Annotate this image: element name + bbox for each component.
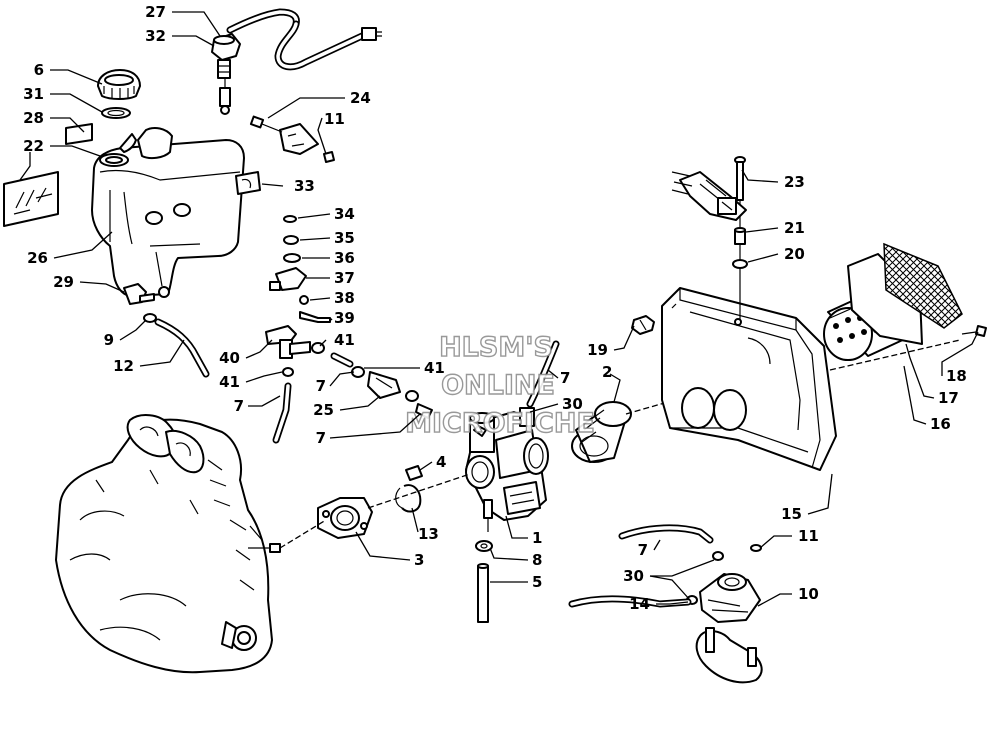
callout-4: 4 (436, 453, 446, 471)
engine-block (55, 414, 281, 674)
callout-28: 28 (23, 109, 44, 127)
callout-7-lower: 7 (316, 429, 326, 447)
callout-37: 37 (334, 269, 355, 287)
callout-31: 31 (23, 85, 44, 103)
callout-5: 5 (532, 573, 542, 591)
callout-20: 20 (784, 245, 805, 263)
silencer-fasteners (732, 156, 748, 320)
callout-19: 19 (587, 341, 608, 359)
fuel-filter (330, 352, 433, 419)
callout-38: 38 (334, 289, 355, 307)
callout-14: 14 (629, 595, 650, 613)
callout-11-pump: 11 (798, 527, 819, 545)
tee-fitting (265, 325, 325, 444)
decal-large (3, 171, 59, 227)
callout-labels: 27 32 6 31 28 22 24 11 33 26 34 35 36 37… (23, 3, 967, 613)
callout-7-vent: 7 (560, 369, 570, 387)
carburetor (465, 407, 549, 532)
callout-30-pump: 30 (623, 567, 644, 585)
air-silencer-box (661, 287, 837, 471)
callout-32: 32 (145, 27, 166, 45)
oil-tank (91, 127, 255, 298)
tank-outlet-fitting (123, 283, 210, 378)
nut (405, 465, 423, 481)
callout-2: 2 (602, 363, 612, 381)
callout-21: 21 (784, 219, 805, 237)
callout-30-carb: 30 (562, 395, 583, 413)
intake-screen (847, 242, 963, 345)
intake-clamp (395, 484, 422, 513)
tank-cap (97, 69, 141, 100)
cap-gasket (101, 107, 131, 119)
carb-vent-hose (526, 340, 560, 408)
stud-line (279, 519, 327, 549)
callout-16: 16 (930, 415, 951, 433)
silencer-axis (829, 339, 961, 371)
callout-29: 29 (53, 273, 74, 291)
callout-41-left: 41 (219, 373, 240, 391)
mount-hardware-stack (269, 215, 331, 323)
callout-1: 1 (532, 529, 542, 547)
callout-7-left: 7 (234, 397, 244, 415)
pump-bracket (695, 627, 763, 684)
callout-8: 8 (532, 551, 542, 569)
callout-6: 6 (34, 61, 44, 79)
oil-pump (686, 544, 762, 623)
callout-10: 10 (798, 585, 819, 603)
wiring-connector (671, 171, 747, 221)
callout-34: 34 (334, 205, 355, 223)
callout-23: 23 (784, 173, 805, 191)
callout-41-upper: 41 (334, 331, 355, 349)
callout-35: 35 (334, 229, 355, 247)
watermark-line-3: MICROFICHE (405, 408, 595, 439)
callout-33: 33 (294, 177, 315, 195)
callout-12: 12 (113, 357, 134, 375)
callout-18: 18 (946, 367, 967, 385)
callout-13: 13 (418, 525, 439, 543)
oil-level-sensor (211, 8, 382, 115)
callout-26: 26 (27, 249, 48, 267)
intake-flange (317, 497, 373, 539)
silencer-clip (631, 315, 655, 335)
callout-7-filter: 7 (316, 377, 326, 395)
leader-lines (19, 11, 979, 607)
cap-gasket-inner (107, 109, 125, 117)
carb-washer-hole (480, 543, 488, 549)
airbox-boot (571, 401, 632, 463)
callout-17: 17 (938, 389, 959, 407)
callout-9: 9 (104, 331, 114, 349)
callout-11-top: 11 (324, 110, 345, 128)
carb-washer (475, 540, 493, 552)
callout-15: 15 (781, 505, 802, 523)
tank-clip (235, 171, 261, 195)
watermark-line-2: ONLINE (441, 370, 555, 401)
callout-22: 22 (23, 137, 44, 155)
screen-screw (961, 325, 987, 337)
watermark-line-1: HLSM'S (439, 332, 553, 363)
callout-39: 39 (334, 309, 355, 327)
callout-41-right: 41 (424, 359, 445, 377)
callout-24: 24 (350, 89, 371, 107)
callout-7-pump: 7 (638, 541, 648, 559)
pump-hoses (568, 524, 714, 608)
decal-small (65, 123, 93, 145)
callout-36: 36 (334, 249, 355, 267)
callout-25: 25 (313, 401, 334, 419)
watermark: HLSM'S ONLINE MICROFICHE (404, 331, 595, 439)
callout-3: 3 (414, 551, 424, 569)
callout-27: 27 (145, 3, 166, 21)
tank-bracket (249, 115, 335, 163)
drain-tube (477, 563, 489, 623)
callout-40: 40 (219, 349, 240, 367)
